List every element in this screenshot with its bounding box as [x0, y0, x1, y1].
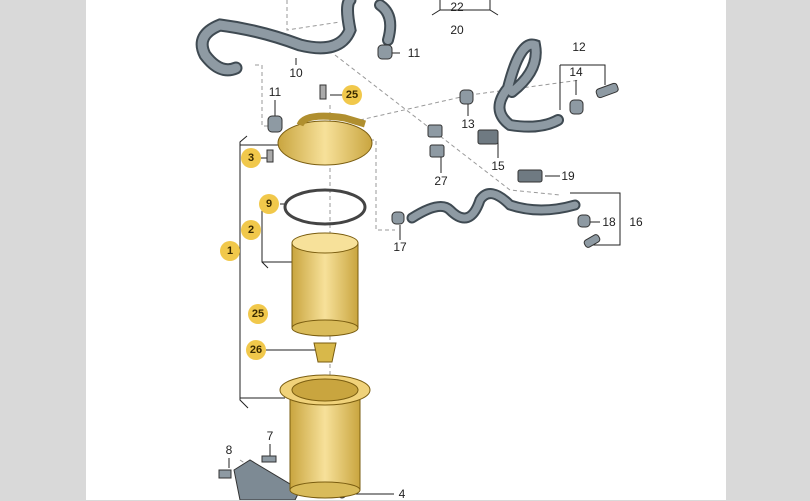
o-ring [283, 188, 367, 226]
filter-housing [289, 394, 361, 491]
callout-13: 13 [461, 117, 475, 131]
callout-20: 20 [450, 23, 464, 37]
callout-1-highlighted: 1 [220, 241, 240, 261]
drain-valve [313, 342, 337, 363]
callout-16: 16 [629, 215, 643, 229]
callout-19: 19 [561, 169, 575, 183]
callout-7: 7 [266, 429, 274, 443]
callout-4: 4 [398, 487, 406, 501]
leader-lines [228, 0, 621, 495]
callout-11: 11 [268, 85, 282, 99]
callout-14: 14 [569, 65, 583, 79]
callout-10: 10 [289, 66, 303, 80]
diagram-sheet [86, 0, 726, 500]
callout-26-highlighted: 26 [246, 340, 266, 360]
hoses [195, 0, 581, 224]
callout-2-highlighted: 2 [241, 220, 261, 240]
callout-22: 22 [450, 0, 464, 14]
callout-27: 27 [434, 174, 448, 188]
callout-8: 8 [225, 443, 233, 457]
callout-18: 18 [602, 215, 616, 229]
filter-parts [277, 112, 373, 499]
callout-9-highlighted: 9 [259, 194, 279, 214]
callout-11: 11 [407, 46, 421, 60]
callout-17: 17 [393, 240, 407, 254]
filter-element [291, 242, 359, 329]
callout-15: 15 [491, 159, 505, 173]
small-parts [218, 44, 619, 500]
callout-12: 12 [572, 40, 586, 54]
callout-3-highlighted: 3 [241, 148, 261, 168]
filter-lid [277, 120, 373, 166]
callout-25-highlighted: 25 [342, 85, 362, 105]
callout-25-highlighted: 25 [248, 304, 268, 324]
